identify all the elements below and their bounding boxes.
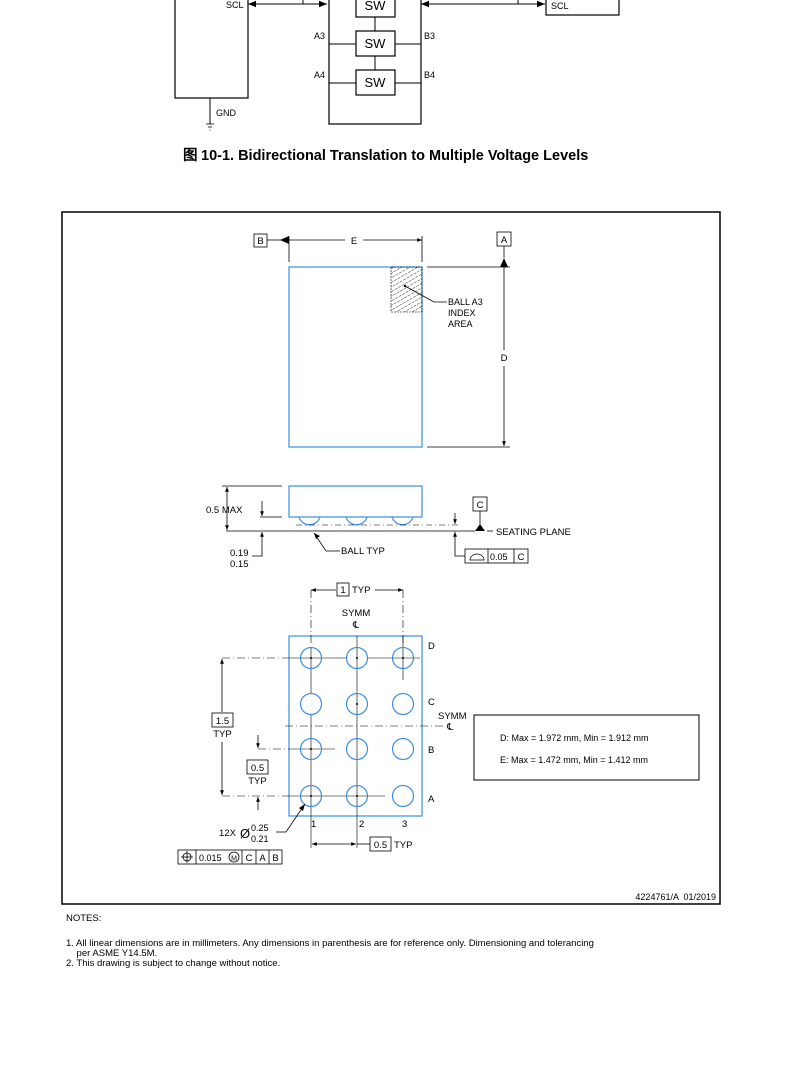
standoff-min: 0.15 — [230, 559, 249, 570]
ball-count: 12X — [219, 828, 237, 839]
notes-heading: NOTES: — [66, 913, 102, 924]
index-label-3: AREA — [448, 319, 473, 329]
figure-caption: 10-1. Bidirectional Translation to Multi… — [201, 148, 588, 164]
dim-0-5-v-typ: TYP — [248, 776, 266, 787]
drawing-id: 4224761/A 01/2019 — [635, 892, 716, 902]
dim-0-5-v: 0.5 — [251, 763, 264, 774]
row-label-b: B — [428, 745, 434, 756]
switch-1-label: SW — [365, 0, 387, 13]
package-side-outline — [288, 485, 423, 518]
centerline-icon-top: ℄ — [352, 620, 360, 631]
ball-c1 — [299, 692, 323, 716]
switch-3-label: SW — [365, 75, 387, 90]
gnd-label: GND — [216, 108, 237, 118]
col-label-1: 1 — [311, 819, 316, 830]
position-datum-b: B — [272, 853, 278, 864]
position-icon — [181, 851, 193, 863]
drawing-frame — [61, 211, 721, 905]
switch-device-box — [328, 0, 422, 125]
pin-a3: A3 — [314, 31, 325, 41]
ball-dia-min: 0.21 — [251, 834, 269, 844]
row-label-c: C — [428, 697, 435, 708]
pin-b4: B4 — [424, 70, 435, 80]
ball-grid — [290, 636, 420, 816]
svg-text:M: M — [231, 856, 237, 863]
dim-d-label: D — [501, 353, 508, 364]
dim-1-5: 1.5 — [216, 716, 229, 727]
index-label-1: BALL A3 — [448, 297, 483, 307]
standoff-max: 0.19 — [230, 548, 249, 559]
ball-side-3 — [391, 516, 414, 526]
row-label-d: D — [428, 641, 435, 652]
ball-a3 — [391, 784, 415, 808]
centerline-icon-right: ℄ — [446, 722, 454, 733]
left-device-box — [174, 0, 249, 99]
bottom-view: 1 TYP SYMM ℄ D C B A 1 2 3 SYMM ℄ 1.5 TY… — [177, 582, 467, 865]
datum-b: B — [257, 236, 263, 247]
top-view: B E A D BALL A3 INDEX AREA — [253, 231, 512, 448]
dim-e-label: E — [351, 236, 357, 247]
col-label-3: 3 — [402, 819, 407, 830]
index-area — [390, 266, 423, 313]
note-1-cont: per ASME Y14.5M. — [66, 948, 158, 959]
schematic: SCL GND SW SW SW A3 B3 A4 B4 SCL 图 10-1.… — [174, 0, 620, 164]
pitch-box — [336, 582, 350, 597]
pitch-typ: TYP — [352, 585, 370, 596]
dim-0-5-h-box — [369, 836, 392, 852]
dimension-d-line: D: Max = 1.972 mm, Min = 1.912 mm — [500, 733, 649, 743]
note-1: 1. All linear dimensions are in millimet… — [66, 938, 594, 949]
left-scl-label: SCL — [226, 0, 244, 10]
switch-3 — [355, 69, 396, 96]
ball-side-2 — [345, 516, 368, 526]
dim-0-5-h-typ: TYP — [394, 840, 412, 851]
flatness-value: 0.05 — [490, 552, 508, 562]
dim-0-5-v-box — [246, 759, 269, 775]
datum-c: C — [477, 500, 484, 511]
ball-b3 — [391, 737, 415, 761]
ball-side-1 — [298, 516, 321, 526]
dimension-e-line: E: Max = 1.472 mm, Min = 1.412 mm — [500, 755, 648, 765]
flatness-datum: C — [518, 552, 525, 563]
right-scl-label: SCL — [551, 1, 569, 11]
ball-typ-label: BALL TYP — [341, 546, 385, 557]
symm-top-label: SYMM — [342, 608, 371, 619]
flatness-frame — [464, 548, 529, 564]
datum-b-box — [253, 233, 268, 248]
ground-icon — [206, 123, 214, 131]
ball-dia-max: 0.25 — [251, 823, 269, 833]
side-view: 0.5 MAX 0.19 0.15 BALL TYP C SEATING PLA… — [206, 485, 571, 570]
dimension-table — [473, 714, 700, 781]
pitch-value: 1 — [340, 585, 345, 596]
pin-a4: A4 — [314, 70, 325, 80]
dim-1-5-box — [211, 712, 234, 728]
position-tolerance-frame — [177, 849, 283, 865]
ball-c3 — [391, 692, 415, 716]
position-datum-a: A — [259, 853, 266, 864]
pin-b3: B3 — [424, 31, 435, 41]
symm-right-label: SYMM — [438, 711, 467, 722]
col-label-2: 2 — [359, 819, 364, 830]
seating-plane-label: SEATING PLANE — [496, 527, 571, 538]
dim-1-5-typ: TYP — [213, 729, 231, 740]
dim-0-5-h: 0.5 — [374, 840, 387, 851]
row-label-a: A — [428, 794, 435, 805]
position-tol-value: 0.015 — [199, 853, 222, 863]
mmc-icon: M — [228, 851, 240, 863]
height-dim: 0.5 MAX — [206, 505, 243, 516]
index-label-2: INDEX — [448, 308, 476, 318]
profile-surface-icon — [469, 553, 485, 561]
switch-2-label: SW — [365, 36, 387, 51]
right-device-box — [545, 0, 620, 16]
note-2: 2. This drawing is subject to change wit… — [66, 958, 281, 969]
datum-a: A — [501, 235, 508, 246]
diameter-icon: Ø — [240, 826, 250, 841]
figure-caption-prefix: 图 — [183, 147, 198, 164]
position-datum-c: C — [246, 853, 253, 864]
package-top-outline — [288, 266, 423, 448]
